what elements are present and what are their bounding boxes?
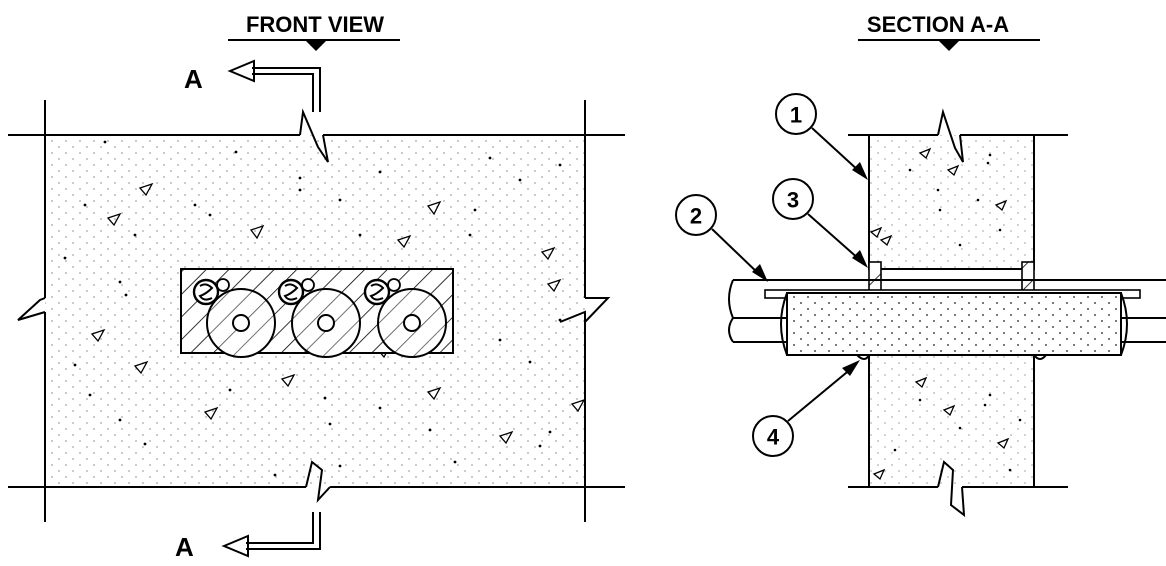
insulated-pipe	[780, 292, 1128, 360]
pipe-2	[277, 278, 361, 358]
callout-4: 4	[752, 360, 860, 457]
front-view-title-marker	[305, 40, 327, 51]
section-view: SECTION A-A	[675, 12, 1166, 518]
front-view: FRONT VIEW A A	[8, 12, 625, 562]
callout-1: 1	[775, 93, 868, 180]
section-cut-bottom-label: A	[175, 532, 194, 562]
pipe-1	[192, 278, 276, 358]
callout-3: 3	[772, 178, 868, 268]
callout-1-label: 1	[790, 103, 802, 128]
section-cut-bottom-arrow	[221, 512, 321, 558]
section-wall	[848, 108, 1068, 518]
front-view-title: FRONT VIEW	[246, 12, 384, 37]
callout-3-label: 3	[787, 188, 799, 213]
section-cut-top-label: A	[184, 64, 203, 94]
section-cut-top-arrow	[227, 59, 321, 112]
firestop-sleeve	[868, 261, 1035, 295]
callout-2-label: 2	[690, 204, 702, 229]
callout-2: 2	[675, 194, 768, 282]
section-view-title-marker	[938, 40, 960, 51]
callout-4-label: 4	[767, 425, 780, 450]
section-view-title: SECTION A-A	[867, 12, 1009, 37]
pipe-3	[363, 278, 447, 358]
